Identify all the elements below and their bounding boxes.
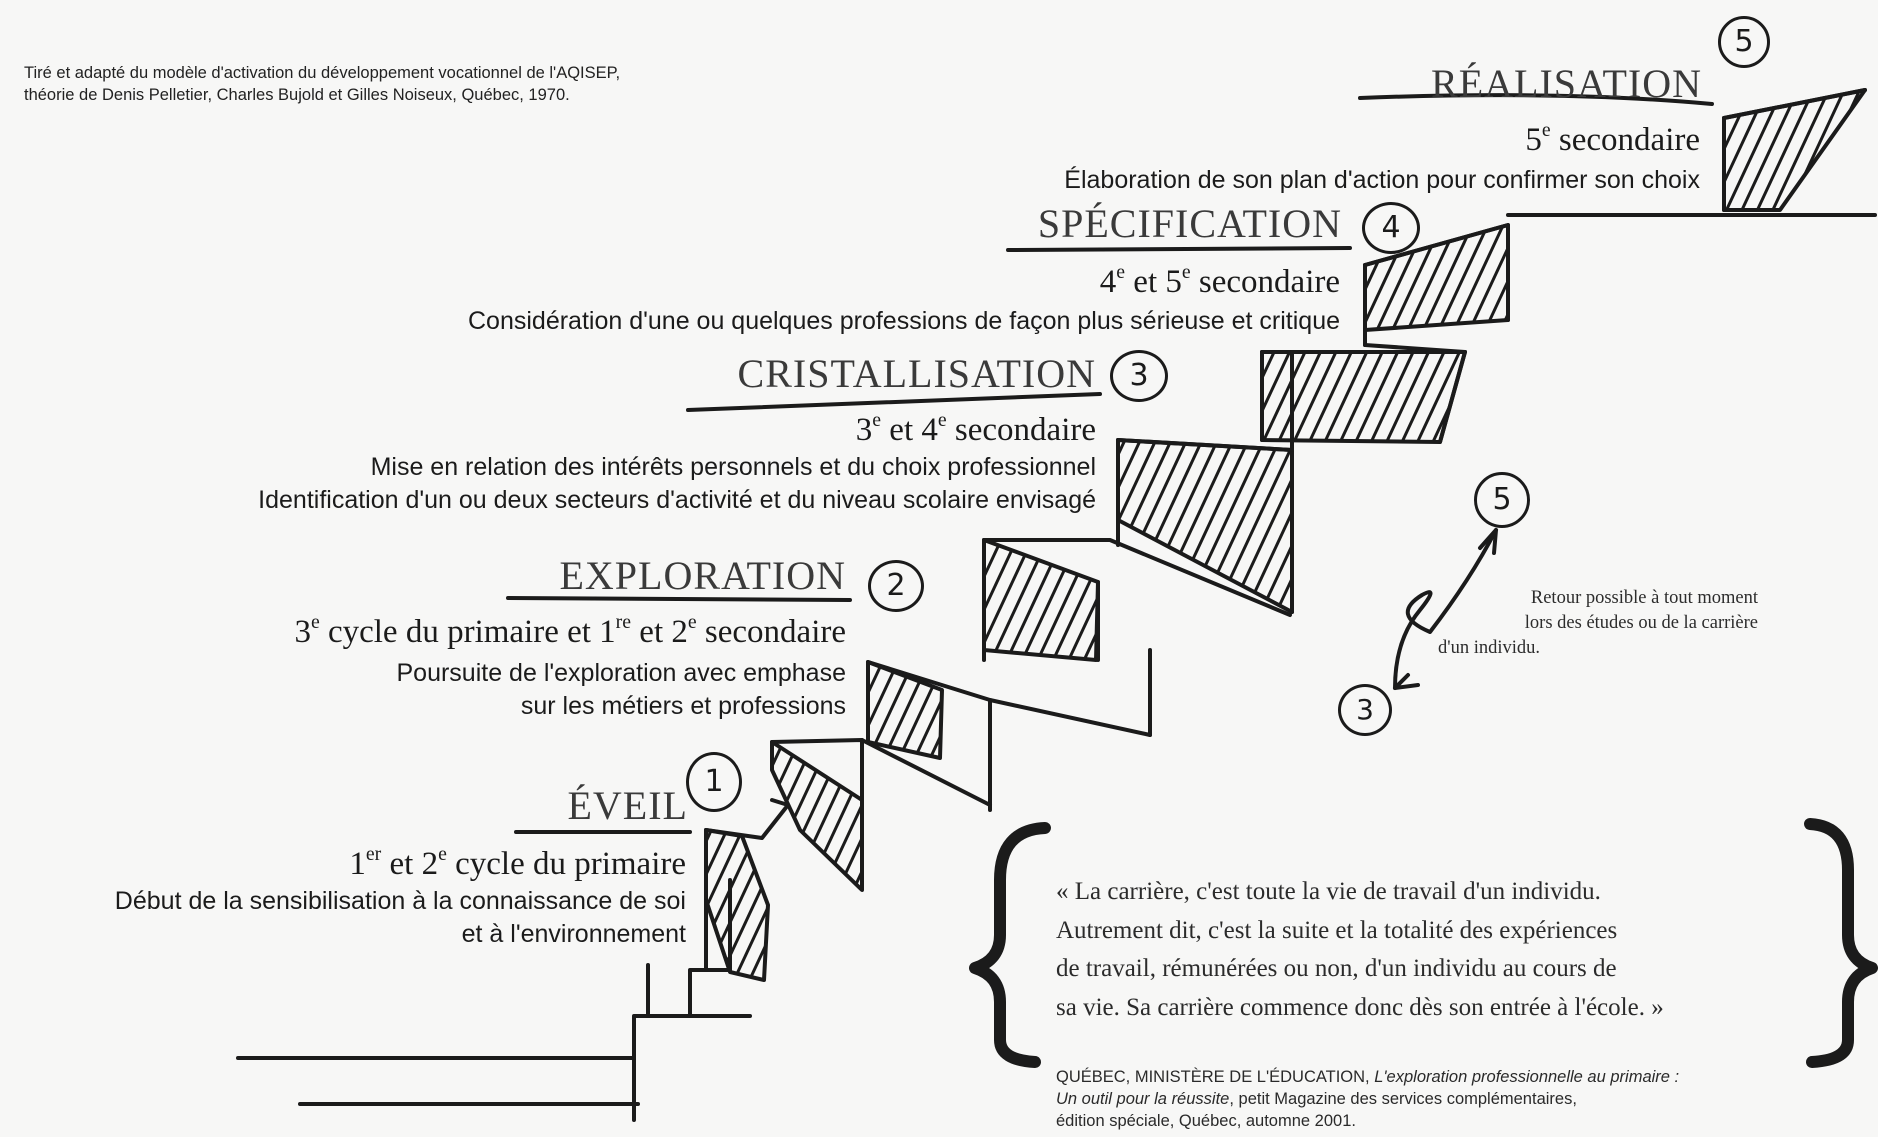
stage-4-number: 4 xyxy=(1362,202,1420,254)
quote-citation: QUÉBEC, MINISTÈRE DE L'ÉDUCATION, L'expl… xyxy=(1056,1066,1679,1132)
stage-1-level: 1er et 2e cycle du primaire xyxy=(349,843,686,882)
quote-line-1: « La carrière, c'est toute la vie de tra… xyxy=(1056,878,1601,905)
source-line-2: théorie de Denis Pelletier, Charles Bujo… xyxy=(24,86,570,104)
stage-5-title: RÉALISATION xyxy=(1431,61,1702,106)
step-riser-2 xyxy=(770,740,864,892)
stage-2-number: 2 xyxy=(868,560,924,612)
stage-2-description: Poursuite de l'exploration avec emphase … xyxy=(397,657,847,723)
citation-line-3: édition spéciale, Québec, automne 2001. xyxy=(1056,1112,1356,1130)
career-quote: « La carrière, c'est toute la vie de tra… xyxy=(1056,873,1664,1027)
return-note-line-1: Retour possible à tout moment xyxy=(1530,588,1758,608)
underline-cristallisation xyxy=(686,392,1102,412)
stage-3-number: 3 xyxy=(1110,350,1168,402)
step-riser-4 xyxy=(982,538,1100,662)
citation-line-2: Un outil pour la réussite, petit Magazin… xyxy=(1056,1090,1577,1108)
loop-number-5: 5 xyxy=(1474,472,1530,528)
stage-1-number: 1 xyxy=(686,752,742,812)
source-note: Tiré et adapté du modèle d'activation du… xyxy=(24,62,620,106)
underline-exploration xyxy=(506,596,852,602)
stage-5-desc-line-1: Élaboration de son plan d'action pour co… xyxy=(1064,166,1700,194)
loop-number-3: 3 xyxy=(1338,684,1392,736)
stage-3-description: Mise en relation des intérêts personnels… xyxy=(258,451,1096,517)
stage-2-title: EXPLORATION xyxy=(559,553,846,598)
return-note-line-2: lors des études ou de la carrière xyxy=(1524,613,1758,633)
stage-4-title: SPÉCIFICATION xyxy=(1037,201,1342,246)
stage-3-level: 3e et 4e secondaire xyxy=(855,409,1096,448)
step-riser-8 xyxy=(1722,88,1867,212)
stage-3-title: CRISTALLISATION xyxy=(737,351,1096,396)
quote-line-3: de travail, rémunérées ou non, d'un indi… xyxy=(1056,955,1617,982)
stage-5-number: 5 xyxy=(1718,16,1770,68)
stage-5-description: Élaboration de son plan d'action pour co… xyxy=(1064,164,1700,197)
quote-line-2: Autrement dit, c'est la suite et la tota… xyxy=(1056,916,1618,944)
brace-right xyxy=(1804,818,1878,1068)
stage-1-desc-line-1: Début de la sensibilisation à la connais… xyxy=(114,887,686,915)
stage-4-level: 4e et 5e secondaire xyxy=(1099,261,1340,300)
return-note: Retour possible à tout moment lors des é… xyxy=(1438,586,1758,661)
stage-3-desc-line-1: Mise en relation des intérêts personnels… xyxy=(370,453,1096,481)
citation-line-1: QUÉBEC, MINISTÈRE DE L'ÉDUCATION, L'expl… xyxy=(1056,1068,1680,1086)
step-riser-1 xyxy=(704,828,770,982)
stage-4-description: Considération d'une ou quelques professi… xyxy=(468,305,1340,338)
stage-1-title: ÉVEIL xyxy=(567,783,688,828)
stage-1-description: Début de la sensibilisation à la connais… xyxy=(115,885,686,951)
stage-5-level: 5e secondaire xyxy=(1525,119,1700,158)
stage-3-desc-line-2: Identification d'un ou deux secteurs d'a… xyxy=(258,486,1096,514)
step-riser-3 xyxy=(866,660,944,760)
stage-1-desc-line-2: et à l'environnement xyxy=(461,920,686,948)
quote-line-4: sa vie. Sa carrière commence donc dès so… xyxy=(1056,993,1664,1021)
underline-realisation xyxy=(1358,93,1714,106)
return-note-line-3: d'un individu. xyxy=(1438,638,1541,658)
stage-2-desc-line-2: sur les métiers et professions xyxy=(520,692,846,720)
underline-specification xyxy=(1006,246,1352,252)
brace-left xyxy=(969,822,1051,1068)
return-arrow xyxy=(1393,528,1498,690)
stage-2-level: 3e cycle du primaire et 1re et 2e second… xyxy=(294,611,846,650)
source-line-1: Tiré et adapté du modèle d'activation du… xyxy=(24,64,621,82)
stage-2-desc-line-1: Poursuite de l'exploration avec emphase xyxy=(396,659,847,687)
step-riser-5 xyxy=(1116,438,1294,614)
stage-4-desc-line-1: Considération d'une ou quelques professi… xyxy=(468,307,1340,335)
